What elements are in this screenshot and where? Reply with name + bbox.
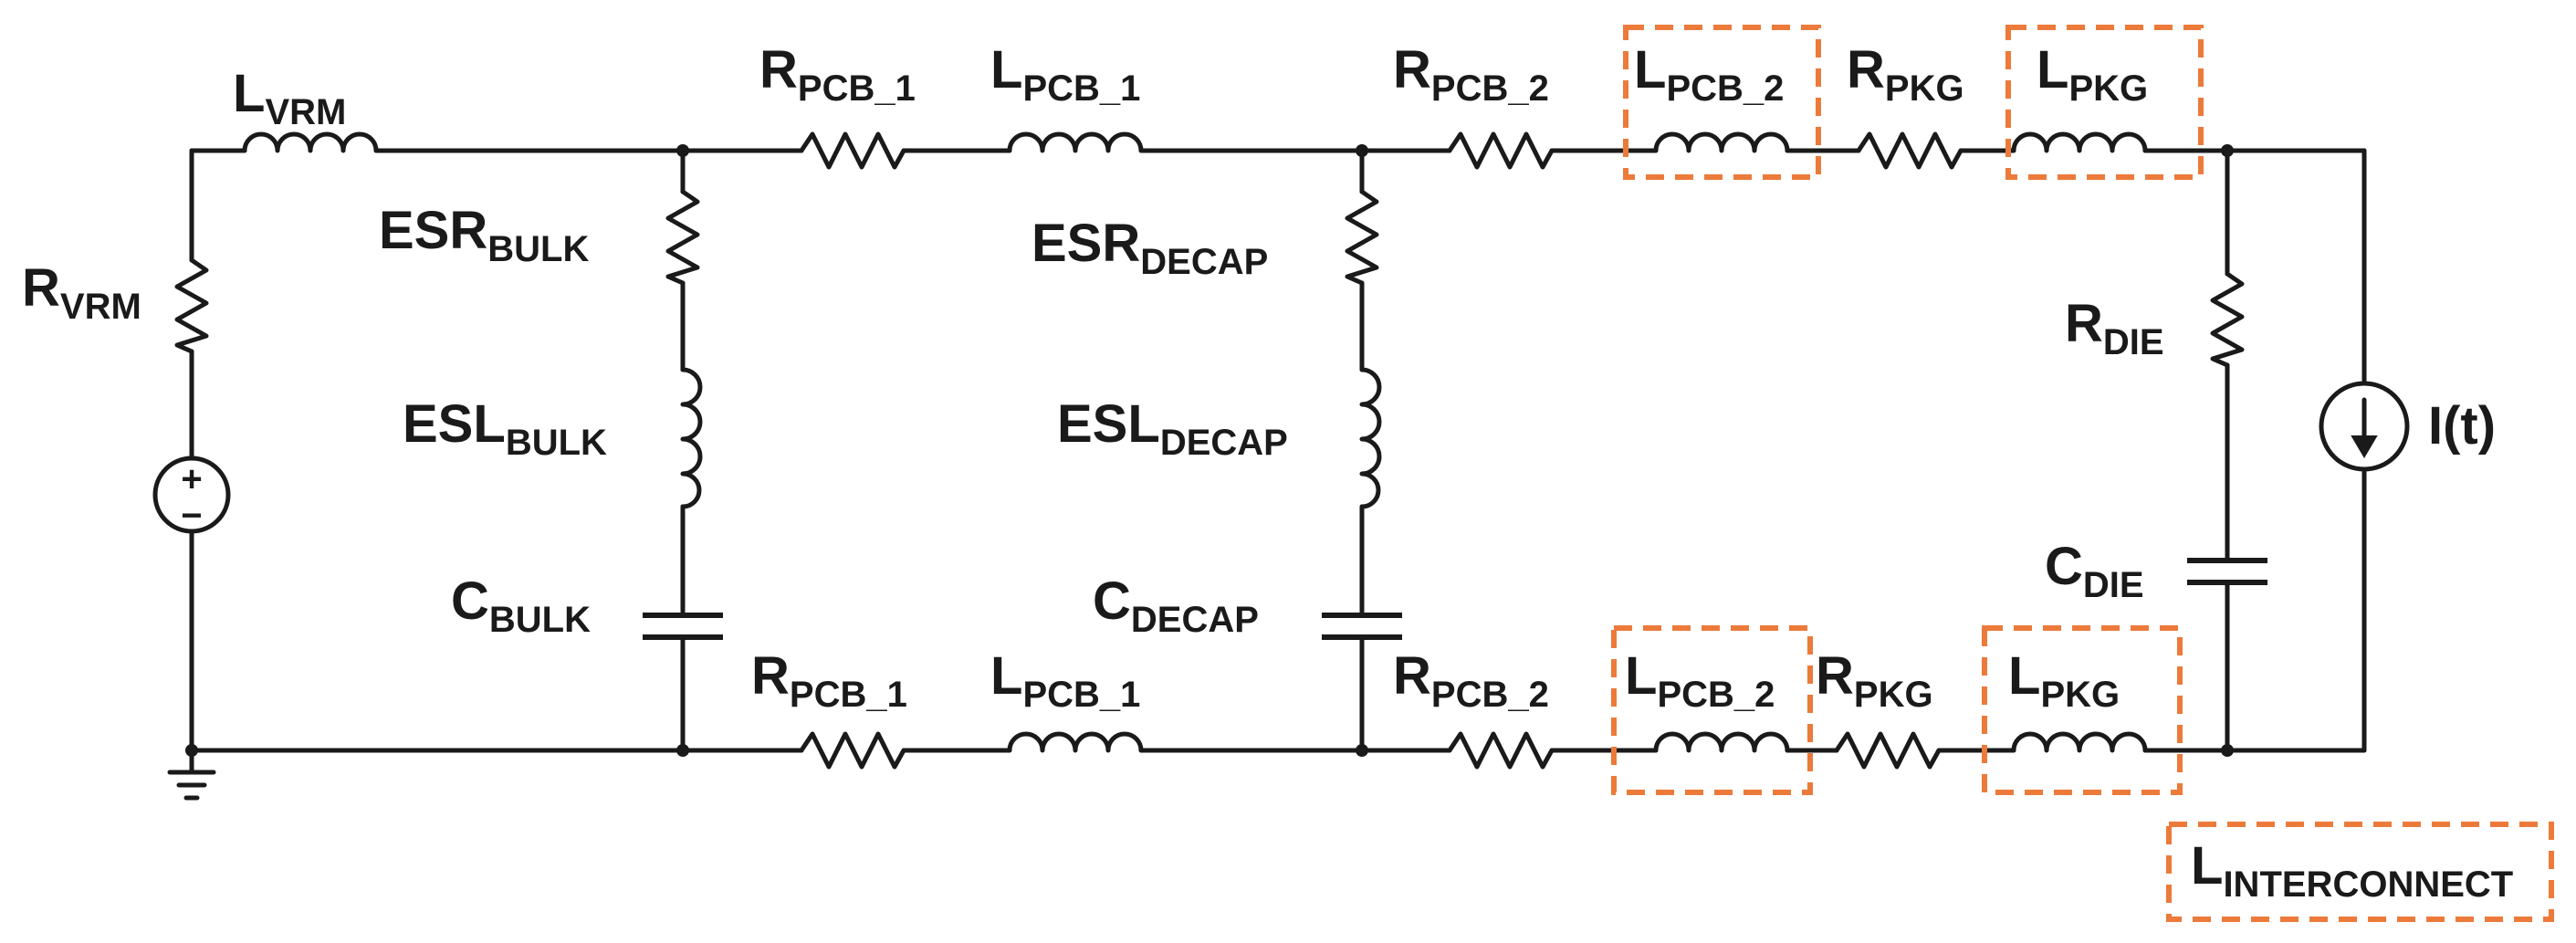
- inductor-l-pcb2-bot: [1653, 731, 1790, 753]
- inductor-esl-decap: [1359, 367, 1382, 509]
- resistor-esr-decap: [1345, 189, 1379, 286]
- resistor-r-pkg-top: [1856, 131, 1963, 170]
- resistor-r-pcb2-top: [1447, 131, 1555, 170]
- resistor-r-pkg-bot: [1834, 731, 1942, 770]
- interconnect-highlights: [1611, 25, 2554, 922]
- label-l-pkg-bot: LPKG: [2008, 646, 2120, 715]
- capacitor-c-die: [2187, 558, 2267, 585]
- label-r-pkg-bot: RPKG: [1816, 646, 1933, 715]
- label-r-vrm: RVRM: [22, 258, 141, 327]
- resistor-r-pcb1-bot: [799, 731, 906, 770]
- inductor-l-pkg-top: [2011, 131, 2148, 153]
- label-r-pcb1-bot: RPCB_1: [751, 646, 907, 715]
- inductor-l-pcb2-top: [1653, 131, 1790, 153]
- capacitor-c-bulk: [643, 613, 723, 640]
- label-esr-decap: ESRDECAP: [1031, 214, 1268, 282]
- label-c-decap: CDECAP: [1093, 571, 1259, 640]
- capacitor-c-decap: [1322, 613, 1402, 640]
- resistor-r-pcb1-top: [799, 131, 906, 170]
- dc-voltage-source-icon: + −: [152, 456, 231, 536]
- label-esl-decap: ESLDECAP: [1057, 394, 1288, 463]
- label-r-pkg-top: RPKG: [1847, 40, 1964, 109]
- label-l-pkg-top: LPKG: [2037, 40, 2148, 109]
- label-r-pcb2-top: RPCB_2: [1393, 40, 1549, 109]
- source-plus-sign: +: [181, 459, 202, 499]
- component-labels: LVRM RVRM ESRBULK ESLBULK CBULK RPCB_1 L…: [22, 40, 2513, 905]
- current-source-icon: [2319, 381, 2410, 472]
- resistor-r-die: [2210, 271, 2245, 368]
- legend-l-interconnect: LINTERCONNECT: [2191, 836, 2513, 905]
- label-r-die: RDIE: [2065, 294, 2164, 362]
- wires: [189, 148, 2367, 753]
- inductor-l-vrm: [242, 131, 379, 153]
- label-i-t: I(t): [2428, 396, 2496, 456]
- resistor-esr-bulk: [665, 189, 700, 286]
- inductor-esl-bulk: [680, 367, 703, 509]
- inductor-l-pkg-bot: [2011, 731, 2148, 753]
- label-c-die: CDIE: [2045, 537, 2144, 605]
- label-esr-bulk: ESRBULK: [379, 201, 589, 269]
- source-minus-sign: −: [181, 496, 202, 536]
- label-l-vrm: LVRM: [233, 64, 346, 132]
- ground-icon: [167, 748, 216, 801]
- label-l-pcb1-bot: LPCB_1: [990, 646, 1140, 715]
- resistor-r-vrm: [174, 257, 209, 354]
- resistor-r-pcb2-bot: [1447, 731, 1555, 770]
- label-esl-bulk: ESLBULK: [403, 394, 607, 463]
- label-l-pcb1-top: LPCB_1: [990, 40, 1140, 109]
- label-l-pcb2-top: LPCB_2: [1634, 40, 1784, 109]
- inductor-l-pcb1-top: [1007, 131, 1144, 153]
- label-r-pcb2-bot: RPCB_2: [1393, 646, 1549, 715]
- label-l-pcb2-bot: LPCB_2: [1625, 646, 1775, 715]
- label-c-bulk: CBULK: [451, 571, 591, 640]
- label-r-pcb1-top: RPCB_1: [759, 40, 916, 109]
- inductor-l-pcb1-bot: [1007, 731, 1144, 753]
